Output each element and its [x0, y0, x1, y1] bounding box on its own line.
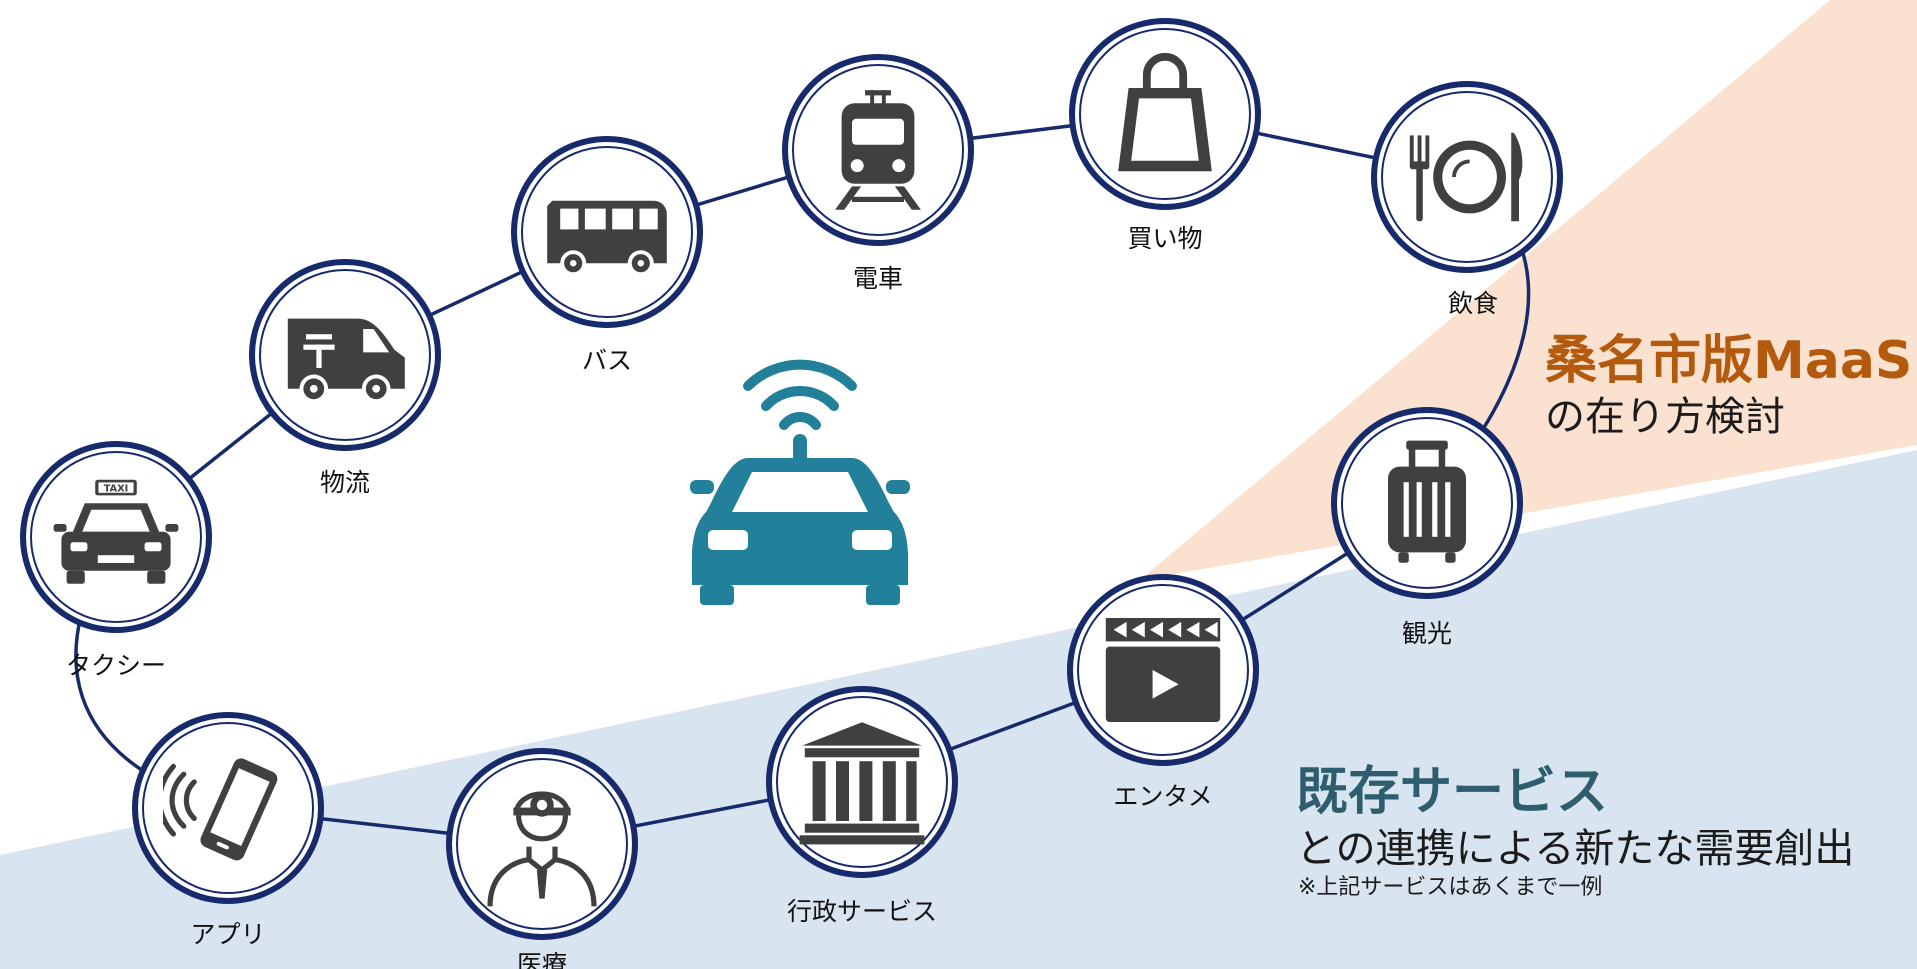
train-icon	[835, 90, 921, 210]
entertainment-label: エンタメ	[1113, 782, 1213, 811]
existing-services-subtitle: との連携による新たな需要創出	[1296, 826, 1855, 872]
train-label: 電車	[852, 264, 904, 293]
dining-label: 飲食	[1447, 289, 1499, 318]
dining-icon	[1409, 132, 1523, 222]
government-label: 行政サービス	[786, 897, 938, 926]
doctor-icon	[487, 791, 597, 907]
existing-services-title: 既存サービス	[1296, 762, 1609, 822]
entertainment-node	[1067, 574, 1259, 766]
bus-label: バス	[581, 346, 633, 375]
app-label: アプリ	[190, 920, 266, 949]
shopping-node	[1069, 18, 1261, 210]
medical-node	[446, 748, 638, 940]
taxi-node: TAXI	[20, 441, 212, 633]
government-building-icon	[799, 722, 925, 845]
taxi-sign-text: TAXI	[104, 484, 129, 495]
tourism-label: 観光	[1401, 619, 1453, 648]
logistics-label: 物流	[319, 468, 371, 497]
government-node	[766, 686, 958, 878]
dining-node	[1371, 81, 1563, 273]
medical-label: 医療	[516, 950, 568, 969]
tourism-node	[1331, 407, 1523, 599]
bus-node	[511, 136, 703, 328]
maas-subtitle: の在り方検討	[1545, 394, 1785, 440]
delivery-truck-icon	[287, 318, 405, 404]
maas-title: 桑名市版MaaS	[1545, 331, 1913, 391]
shopping-label: 買い物	[1127, 224, 1203, 253]
taxi-icon: TAXI	[53, 479, 179, 584]
connected-car-icon	[690, 359, 910, 605]
bus-icon	[547, 200, 667, 277]
shopping-bag-icon	[1118, 52, 1212, 172]
suitcase-icon	[1388, 440, 1466, 563]
train-node	[782, 54, 974, 246]
clapperboard-icon	[1105, 618, 1221, 722]
app-node	[132, 712, 324, 904]
logistics-node	[249, 259, 441, 451]
smartphone-icon	[163, 758, 278, 861]
taxi-label: タクシー	[65, 651, 167, 680]
example-note: ※上記サービスはあくまで一例	[1298, 875, 1603, 900]
